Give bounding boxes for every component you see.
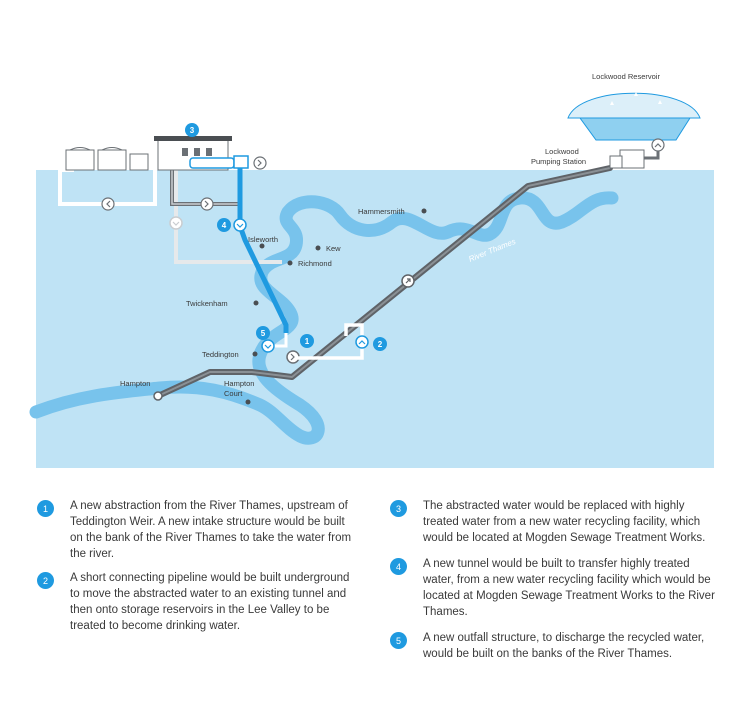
hammersmith-label: Hammersmith: [358, 207, 405, 216]
surface-pipe-arrow-glyph: [106, 200, 111, 208]
hammersmith-marker: [421, 208, 427, 214]
pumping-station-label-line-2: Pumping Station: [531, 157, 586, 166]
isleworth-label: Isleworth: [248, 235, 278, 244]
reservoir-dome: [567, 92, 701, 119]
storage-tank-3: [129, 153, 149, 171]
works-outlet-arrow-glyph: [204, 200, 209, 208]
treatment-works: [65, 136, 249, 171]
legend-number-4: 4: [390, 558, 407, 575]
legend-number-3: 3: [390, 500, 407, 517]
reservoir-sparkles: [610, 92, 662, 105]
reservoir-label: Lockwood Reservoir: [592, 72, 660, 81]
connecting-pipeline: [296, 323, 364, 360]
pumping-station-label-line-1: Lockwood: [545, 147, 579, 156]
lockwood-reservoir: [567, 92, 701, 141]
kew-marker: [315, 245, 321, 251]
new-recycled-water-tunnel: [237, 164, 289, 333]
legend: 1 A new abstraction from the River Thame…: [0, 490, 750, 710]
hampton-court-marker: [245, 399, 251, 405]
pipeline-down-arrow-glyph: [172, 221, 180, 226]
badge-2: 2: [373, 337, 387, 351]
svg-text:5: 5: [261, 329, 266, 338]
pipeline-down-arrow: [169, 216, 183, 230]
twickenham-label: Twickenham: [186, 299, 228, 308]
tunnel-down-arrow-glyph: [236, 223, 244, 228]
reservoir-basin: [579, 117, 691, 141]
lockwood-pumping-station: [609, 138, 665, 169]
pumping-riser-arrow: [651, 138, 665, 152]
isleworth-marker: [259, 243, 265, 249]
thames-water-transfer-diagram: Lockwood Reservoir Lockwood Pumping Stat…: [29, 72, 714, 468]
svg-text:4: 4: [222, 221, 227, 230]
svg-text:2: 2: [378, 340, 383, 349]
badge-5: 5: [256, 326, 270, 340]
legend-text-1: A new abstraction from the River Thames,…: [70, 500, 352, 560]
richmond-label: Richmond: [298, 259, 332, 268]
recycling-outlet: [233, 155, 249, 169]
pumping-riser-arrow-glyph: [654, 143, 662, 148]
works-window-3: [206, 148, 212, 156]
intake-arrow-glyph: [290, 353, 295, 361]
existing-pipeline-loop: [174, 168, 282, 264]
tunnel-down-arrow: [233, 218, 247, 232]
teddington-label: Teddington: [202, 350, 239, 359]
storage-tank-1: [65, 149, 95, 171]
legend-text-2: A short connecting pipeline would be bui…: [70, 572, 350, 632]
ground-background: [36, 170, 714, 468]
teddington-marker: [252, 351, 258, 357]
legend-item-5: 5 A new outfall structure, to discharge …: [390, 630, 720, 662]
legend-item-1: 1 A new abstraction from the River Thame…: [37, 498, 357, 562]
svg-text:3: 3: [190, 126, 195, 135]
badge-1: 1: [300, 334, 314, 348]
badge-4: 4: [217, 218, 231, 232]
works-window-1: [182, 148, 188, 156]
legend-text-4: A new tunnel would be built to transfer …: [423, 558, 715, 618]
surface-pipe-arrow: [101, 197, 115, 211]
legend-text-3: The abstracted water would be replaced w…: [423, 500, 706, 544]
twickenham-marker: [253, 300, 259, 306]
surface-pipe-loop: [58, 168, 157, 206]
legend-number-5: 5: [390, 632, 407, 649]
outfall-structure: [270, 333, 288, 348]
river-thames-channel: [29, 191, 619, 445]
outfall-arrow: [261, 339, 275, 353]
hampton-court-label-line-2: Court: [224, 389, 243, 398]
kew-label: Kew: [326, 244, 341, 253]
pumping-station-annex: [609, 155, 623, 169]
outfall-arrow-glyph: [264, 344, 272, 349]
pumping-station-building: [619, 149, 645, 169]
legend-item-4: 4 A new tunnel would be built to transfe…: [390, 556, 720, 620]
legend-item-3: 3 The abstracted water would be replaced…: [390, 498, 720, 546]
richmond-marker: [287, 260, 293, 266]
works-outlet-arrow: [200, 197, 214, 211]
svg-text:1: 1: [305, 337, 310, 346]
legend-text-5: A new outfall structure, to discharge th…: [423, 632, 705, 660]
storage-tank-2: [97, 149, 127, 171]
tunnel-flow-arrow-glyph: [405, 278, 411, 284]
works-roof: [154, 136, 232, 141]
hampton-label: Hampton: [120, 379, 150, 388]
works-window-2: [194, 148, 200, 156]
hampton-tunnel-end: [153, 391, 163, 401]
recycling-plant: [189, 157, 235, 169]
connecting-pipeline-arrow: [355, 335, 369, 349]
works-flow-arrow: [253, 156, 267, 170]
works-flow-arrow-glyph: [257, 159, 262, 167]
existing-tunnel-inner: [157, 167, 611, 397]
badge-3: 3: [185, 123, 199, 137]
tank-tops: [69, 147, 123, 151]
legend-number-1: 1: [37, 500, 54, 517]
hampton-court-label-line-1: Hampton: [224, 379, 254, 388]
connecting-pipeline-arrow-glyph: [358, 340, 366, 345]
works-outlet-pipe-inner: [171, 168, 240, 205]
legend-number-2: 2: [37, 572, 54, 589]
legend-item-2: 2 A short connecting pipeline would be b…: [37, 570, 357, 634]
